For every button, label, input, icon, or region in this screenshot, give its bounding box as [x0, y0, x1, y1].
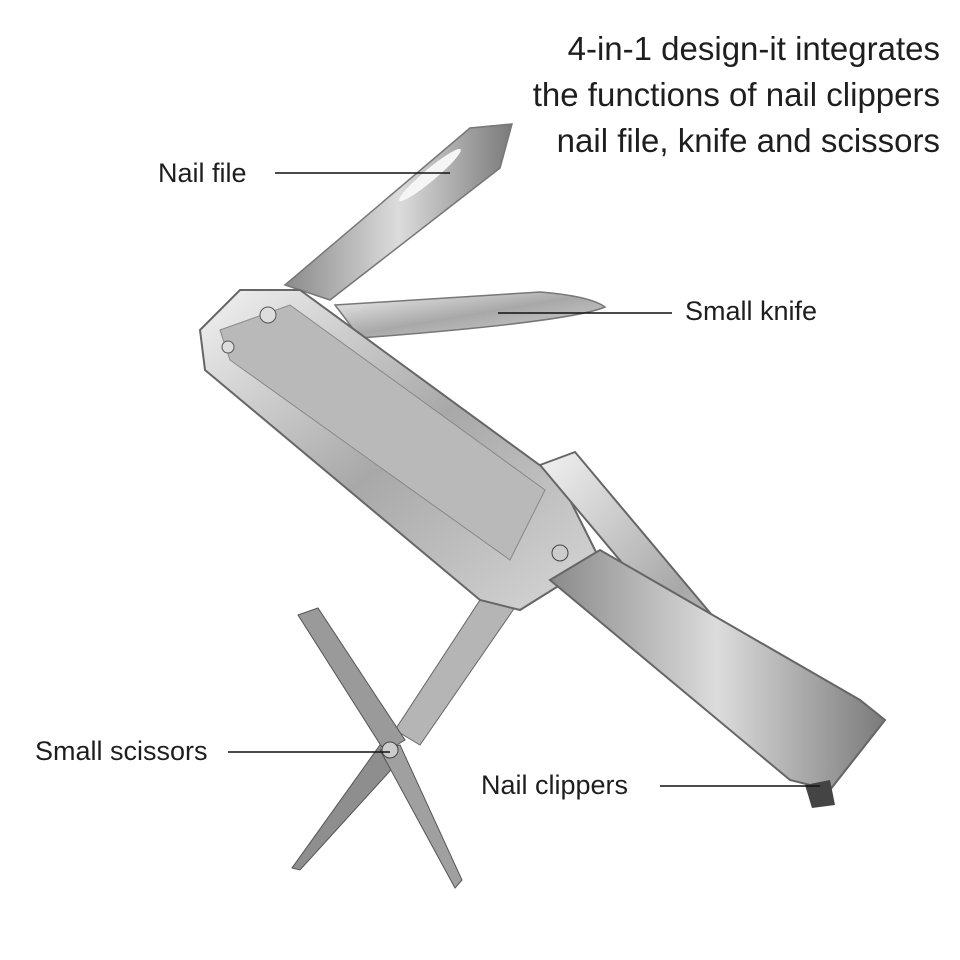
- scissors-blade-upper: [297, 607, 406, 753]
- headline-line-1: 4-in-1 design-it integrates: [567, 30, 940, 67]
- headline-line-2: the functions of nail clippers: [532, 76, 940, 113]
- scissors-blade-lower-right: [379, 744, 463, 889]
- headline-line-3: nail file, knife and scissors: [556, 122, 940, 159]
- nail-file-blade: [283, 123, 514, 301]
- nail-clippers-label: Nail clippers: [481, 770, 629, 800]
- headline: 4-in-1 design-it integrates the function…: [533, 26, 940, 164]
- small-knife-label: Small knife: [685, 296, 818, 326]
- clipper-jaw: [548, 548, 887, 792]
- nail-file-label: Nail file: [158, 158, 247, 188]
- small-knife-blade: [333, 291, 607, 339]
- scissors-blade-lower-left: [291, 744, 401, 871]
- scissors-handle: [394, 599, 521, 746]
- small-scissors-label: Small scissors: [35, 736, 208, 766]
